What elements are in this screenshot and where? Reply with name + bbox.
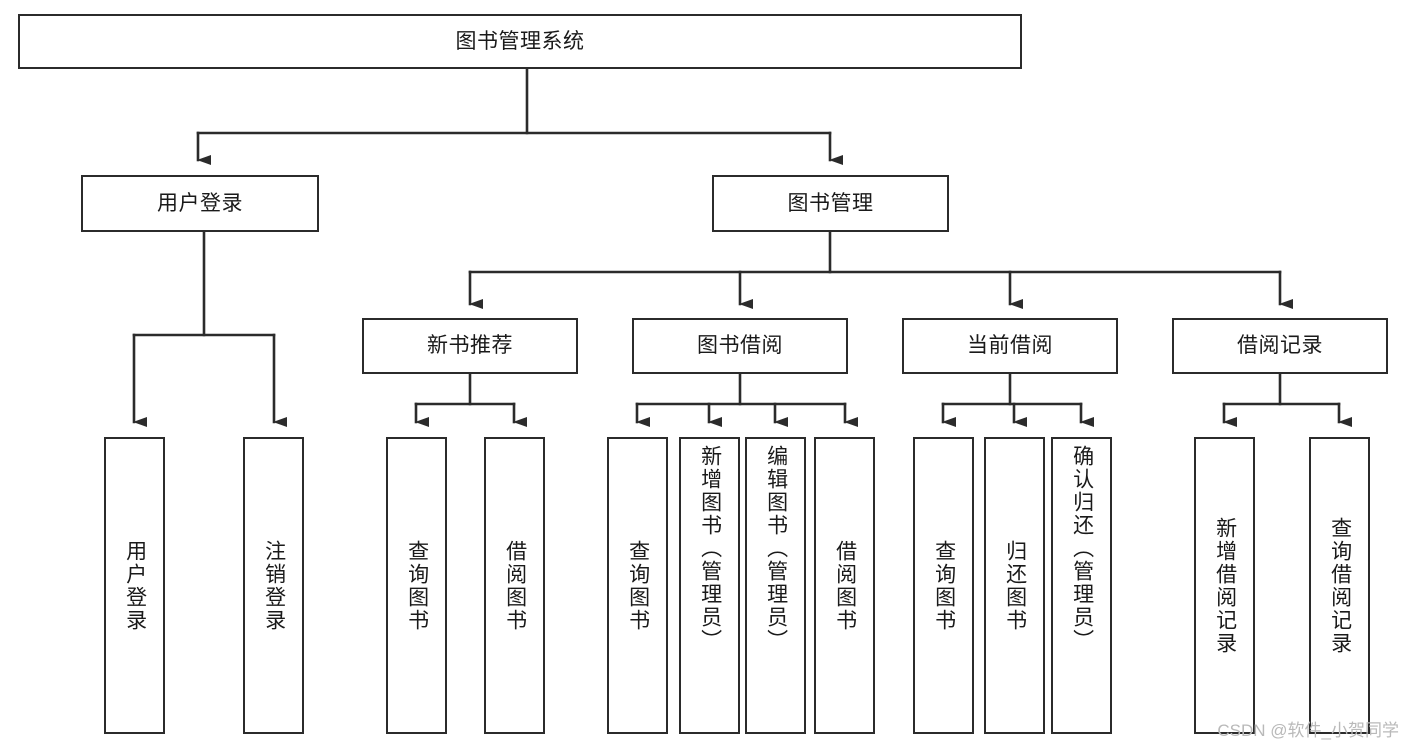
node-current-borrow[interactable]: 当前借阅 — [902, 318, 1118, 374]
leaf-query-borrow-record[interactable]: 查询借阅记录 — [1309, 437, 1370, 734]
leaf-borrow-book-new-label: 借阅图书 — [503, 539, 527, 632]
node-book-borrow-label: 图书借阅 — [697, 334, 783, 358]
leaf-user-login[interactable]: 用户登录 — [104, 437, 165, 734]
leaf-query-book-current-label: 查询图书 — [932, 539, 956, 632]
leaf-borrow-book-label: 借阅图书 — [833, 539, 857, 632]
node-book-borrow[interactable]: 图书借阅 — [632, 318, 848, 374]
node-borrow-records-label: 借阅记录 — [1237, 334, 1323, 358]
csdn-watermark: CSDN @软件_小贺同学 — [1217, 721, 1399, 740]
leaf-borrow-book[interactable]: 借阅图书 — [814, 437, 875, 734]
leaf-user-login-label: 用户登录 — [123, 539, 147, 632]
leaf-return-book[interactable]: 归还图书 — [984, 437, 1045, 734]
node-book-management[interactable]: 图书管理 — [712, 175, 949, 232]
leaf-add-book-admin-label: 新增图书（管理员） — [698, 445, 722, 652]
leaf-query-book-borrow-label: 查询图书 — [626, 539, 650, 632]
node-current-borrow-label: 当前借阅 — [967, 334, 1053, 358]
leaf-query-book-borrow[interactable]: 查询图书 — [607, 437, 668, 734]
node-root[interactable]: 图书管理系统 — [18, 14, 1022, 69]
node-user-login-label: 用户登录 — [157, 191, 243, 215]
leaf-edit-book-admin-label: 编辑图书（管理员） — [764, 445, 788, 652]
node-user-login[interactable]: 用户登录 — [81, 175, 319, 232]
node-new-book-recommend-label: 新书推荐 — [427, 334, 513, 358]
leaf-add-borrow-record-label: 新增借阅记录 — [1213, 516, 1237, 655]
leaf-edit-book-admin[interactable]: 编辑图书（管理员） — [745, 437, 806, 734]
node-root-label: 图书管理系统 — [455, 29, 585, 53]
leaf-add-borrow-record[interactable]: 新增借阅记录 — [1194, 437, 1255, 734]
node-new-book-recommend[interactable]: 新书推荐 — [362, 318, 578, 374]
leaf-query-book-new-label: 查询图书 — [405, 539, 429, 632]
leaf-add-book-admin[interactable]: 新增图书（管理员） — [679, 437, 740, 734]
leaf-query-borrow-record-label: 查询借阅记录 — [1328, 516, 1352, 655]
leaf-confirm-return-admin-label: 确认归还（管理员） — [1070, 445, 1094, 652]
leaf-confirm-return-admin[interactable]: 确认归还（管理员） — [1051, 437, 1112, 734]
leaf-query-book-current[interactable]: 查询图书 — [913, 437, 974, 734]
leaf-logout-label: 注销登录 — [262, 539, 286, 632]
leaf-logout[interactable]: 注销登录 — [243, 437, 304, 734]
leaf-return-book-label: 归还图书 — [1003, 539, 1027, 632]
leaf-borrow-book-new[interactable]: 借阅图书 — [484, 437, 545, 734]
node-borrow-records[interactable]: 借阅记录 — [1172, 318, 1388, 374]
leaf-query-book-new[interactable]: 查询图书 — [386, 437, 447, 734]
node-book-management-label: 图书管理 — [787, 191, 874, 215]
